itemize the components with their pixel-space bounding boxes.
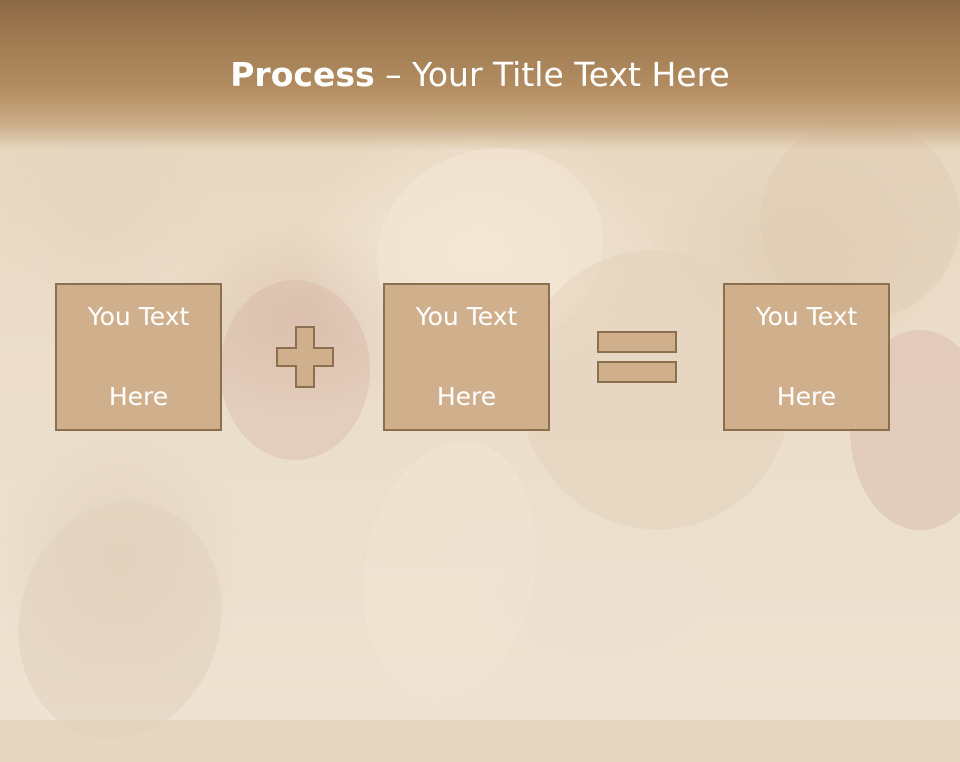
text-box-line: You Text bbox=[87, 302, 190, 331]
text-box-line: Here bbox=[108, 382, 169, 411]
slide-title[interactable]: Process – Your Title Text Here bbox=[0, 52, 960, 98]
text-box-line: Here bbox=[436, 382, 497, 411]
plus-icon bbox=[276, 326, 334, 388]
equals-icon bbox=[597, 331, 677, 383]
cork-shape bbox=[0, 478, 248, 762]
title-bar bbox=[0, 0, 960, 150]
text-box-line: Here bbox=[776, 382, 837, 411]
title-text: Your Title Text Here bbox=[412, 55, 730, 94]
text-box-line: You Text bbox=[415, 302, 518, 331]
title-bold: Process bbox=[230, 55, 375, 94]
text-box-line: You Text bbox=[755, 302, 858, 331]
title-separator: – bbox=[374, 55, 413, 94]
cork-shape bbox=[343, 427, 557, 713]
